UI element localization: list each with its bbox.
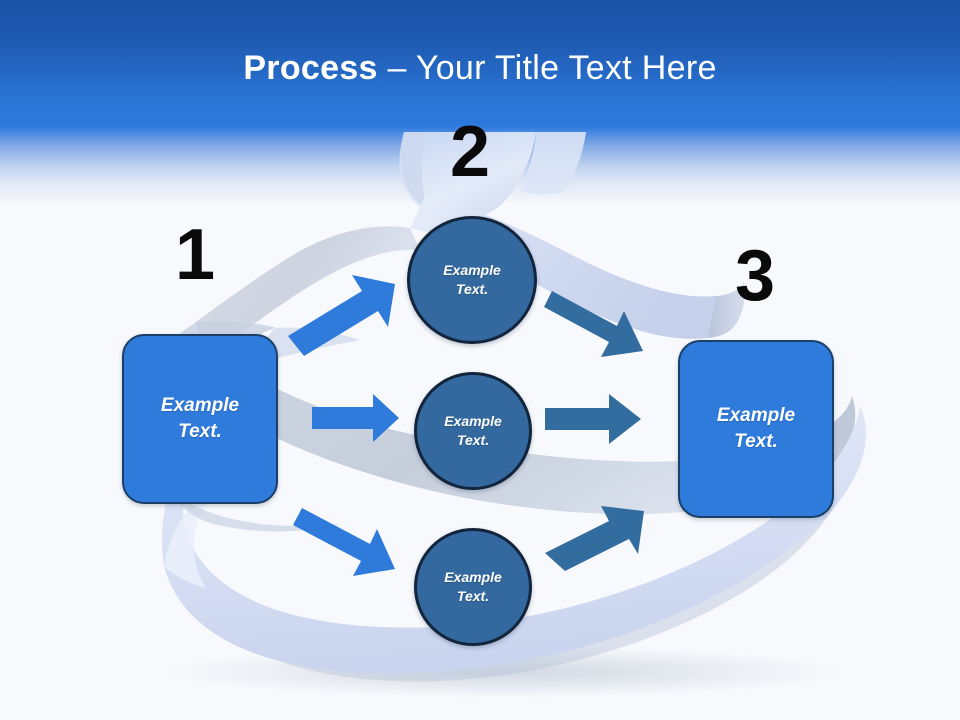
process-circle-bottom-line1: Example	[444, 569, 502, 586]
process-circle-middle-label: Example Text.	[444, 412, 502, 450]
output-box-right-line2: Text.	[734, 431, 778, 452]
arrow-circle-bottom-to-right	[545, 506, 644, 571]
output-box-right[interactable]: Example Text.	[678, 340, 834, 518]
arrow-left-to-circle-middle	[312, 394, 399, 442]
arrow-circle-top-to-right	[544, 291, 643, 357]
process-circle-top-line2: Text.	[455, 281, 489, 297]
process-circle-bottom[interactable]: Example Text.	[414, 528, 532, 646]
process-circle-middle-line2: Text.	[456, 432, 490, 448]
process-circle-middle[interactable]: Example Text.	[414, 372, 532, 490]
stage-number-3: 3	[734, 236, 776, 316]
arrow-circle-middle-to-right	[545, 394, 641, 444]
input-box-left[interactable]: Example Text.	[122, 334, 278, 504]
input-box-left-label: Example Text.	[161, 393, 239, 444]
slide-title: Process – Your Title Text Here	[0, 48, 960, 88]
slide-title-rest: – Your Title Text Here	[377, 49, 717, 87]
input-box-left-line1: Example	[160, 395, 240, 417]
stage-number-1: 1	[174, 215, 216, 295]
process-circle-middle-line1: Example	[444, 413, 502, 430]
stage-number-2: 2	[449, 112, 491, 192]
process-circle-bottom-label: Example Text.	[444, 568, 502, 606]
input-box-left-line2: Text.	[178, 421, 222, 442]
arrow-left-to-circle-bottom	[293, 508, 395, 576]
title-banner	[0, 0, 960, 128]
process-circle-bottom-line2: Text.	[456, 588, 490, 604]
arrow-left-to-circle-top	[288, 275, 395, 356]
output-box-right-label: Example Text.	[717, 403, 795, 454]
output-box-right-line1: Example	[716, 405, 796, 427]
slide-title-bold: Process	[243, 49, 378, 87]
process-circle-top[interactable]: Example Text.	[407, 216, 537, 344]
process-circle-top-label: Example Text.	[443, 261, 501, 299]
process-circle-top-line1: Example	[443, 262, 501, 279]
